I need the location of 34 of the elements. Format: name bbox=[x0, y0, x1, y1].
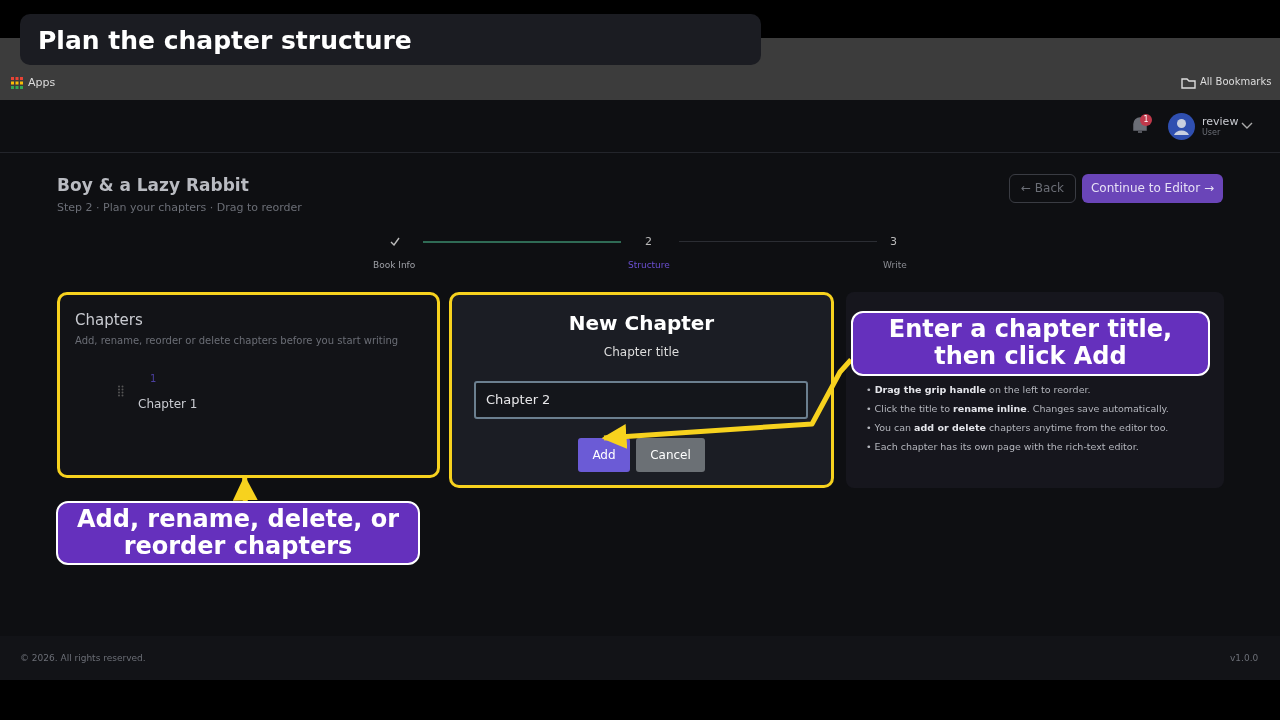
tip-text: • Click the title to rename inline. Changes save automatically. bbox=[866, 403, 1170, 414]
title-input-field: Chapter 2 bbox=[474, 381, 808, 419]
step-number: 3 bbox=[890, 235, 897, 248]
dialog-heading: New Chapter bbox=[567, 311, 716, 335]
book-title: Boy & a Lazy Rabbit bbox=[57, 175, 249, 195]
arrow bbox=[232, 475, 258, 502]
page-title: Plan the chapter structure bbox=[20, 14, 761, 65]
step-subtitle: Step 2 · Plan your chapters · Drag to reorder bbox=[57, 201, 302, 214]
chapter-title: Chapter 1 bbox=[138, 397, 198, 411]
field-label: Chapter title bbox=[602, 345, 681, 359]
step-label: Book Info bbox=[373, 260, 416, 270]
tip-text: • Drag the grip handle on the left to reorder. bbox=[866, 384, 1092, 395]
tip-text: • You can add or delete chapters anytime from the editor too. bbox=[866, 422, 1170, 433]
chapter-number: 1 bbox=[150, 373, 157, 384]
chapters-panel bbox=[57, 292, 440, 478]
copyright-text: © 2026. All rights reserved. bbox=[20, 653, 146, 663]
back-button: ← Back bbox=[1009, 174, 1076, 203]
user-role: User bbox=[1202, 128, 1221, 137]
user-name: review bbox=[1202, 115, 1239, 128]
callout-box: Add, rename, delete, or reorder chapters bbox=[56, 501, 420, 565]
step-label: Write bbox=[883, 260, 907, 270]
cancel-button: Cancel bbox=[636, 438, 705, 472]
tip-text: • Each chapter has its own page with the rich-text editor. bbox=[866, 441, 1140, 452]
bookmarks-folder-link: All Bookmarks bbox=[1200, 76, 1272, 87]
add-button: Add bbox=[578, 438, 630, 472]
version-text: v1.0.0 bbox=[1230, 653, 1259, 663]
panel-heading: Chapters bbox=[75, 311, 144, 329]
new-chapter-dialog bbox=[449, 292, 834, 488]
apps-link: Apps bbox=[28, 76, 56, 89]
panel-description: Add, rename, reorder or delete chapters before you start writing bbox=[75, 335, 400, 346]
step-number: 2 bbox=[645, 235, 652, 248]
step-label: Structure bbox=[628, 260, 670, 270]
arrow bbox=[601, 358, 853, 449]
continue-button: Continue to Editor → bbox=[1082, 174, 1223, 203]
